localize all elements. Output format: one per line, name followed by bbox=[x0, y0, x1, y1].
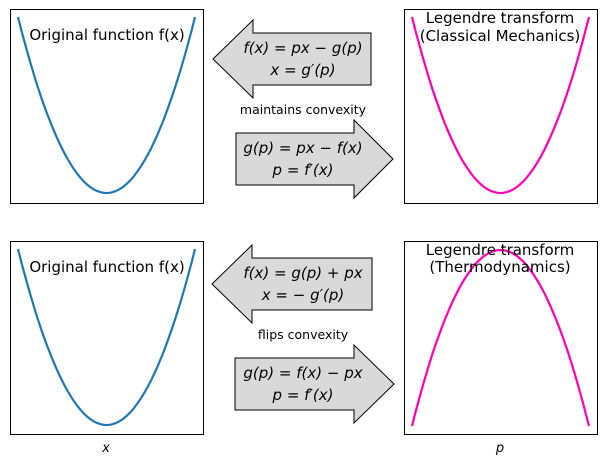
panel-original-top bbox=[10, 9, 204, 204]
forward-transform-arrow-bottom bbox=[234, 343, 395, 425]
p-axis-label: p bbox=[495, 441, 504, 456]
curve-legendre-classical bbox=[410, 16, 591, 195]
panel-legendre-classical bbox=[404, 9, 598, 204]
panel-title-line1: Legendre transform bbox=[426, 241, 574, 259]
panel-title: Original function f(x) bbox=[29, 258, 184, 276]
panel-title: Original function f(x) bbox=[29, 26, 184, 44]
curve-legendre-thermo bbox=[410, 248, 591, 427]
panel-title-line2: (Classical Mechanics) bbox=[420, 27, 581, 45]
equation: x = − g′(p) bbox=[261, 286, 344, 304]
panel-original-bottom bbox=[10, 241, 204, 435]
x-axis-label: x bbox=[101, 441, 110, 456]
inverse-transform-arrow-top bbox=[212, 18, 372, 100]
curve-original-top bbox=[16, 16, 197, 195]
forward-transform-arrow-top bbox=[235, 118, 394, 200]
panel-legendre-thermo bbox=[404, 241, 598, 435]
note-maintains-convexity: maintains convexity bbox=[240, 102, 367, 117]
equation: g(p) = f(x) − px bbox=[243, 364, 362, 382]
equation: f(x) = g(p) + px bbox=[243, 264, 362, 282]
equation: p = f′(x) bbox=[272, 386, 334, 404]
equation: f(x) = px − g(p) bbox=[243, 39, 362, 57]
panel-title-line2: (Thermodynamics) bbox=[429, 258, 570, 276]
equation: x = g′(p) bbox=[269, 61, 335, 79]
curve-original-bottom bbox=[16, 248, 197, 427]
equation: g(p) = px − f(x) bbox=[243, 139, 362, 157]
panel-title-line1: Legendre transform bbox=[426, 9, 574, 27]
note-flips-convexity: flips convexity bbox=[258, 327, 349, 342]
inverse-transform-arrow-bottom bbox=[211, 243, 373, 325]
equation: p = f′(x) bbox=[272, 161, 334, 179]
